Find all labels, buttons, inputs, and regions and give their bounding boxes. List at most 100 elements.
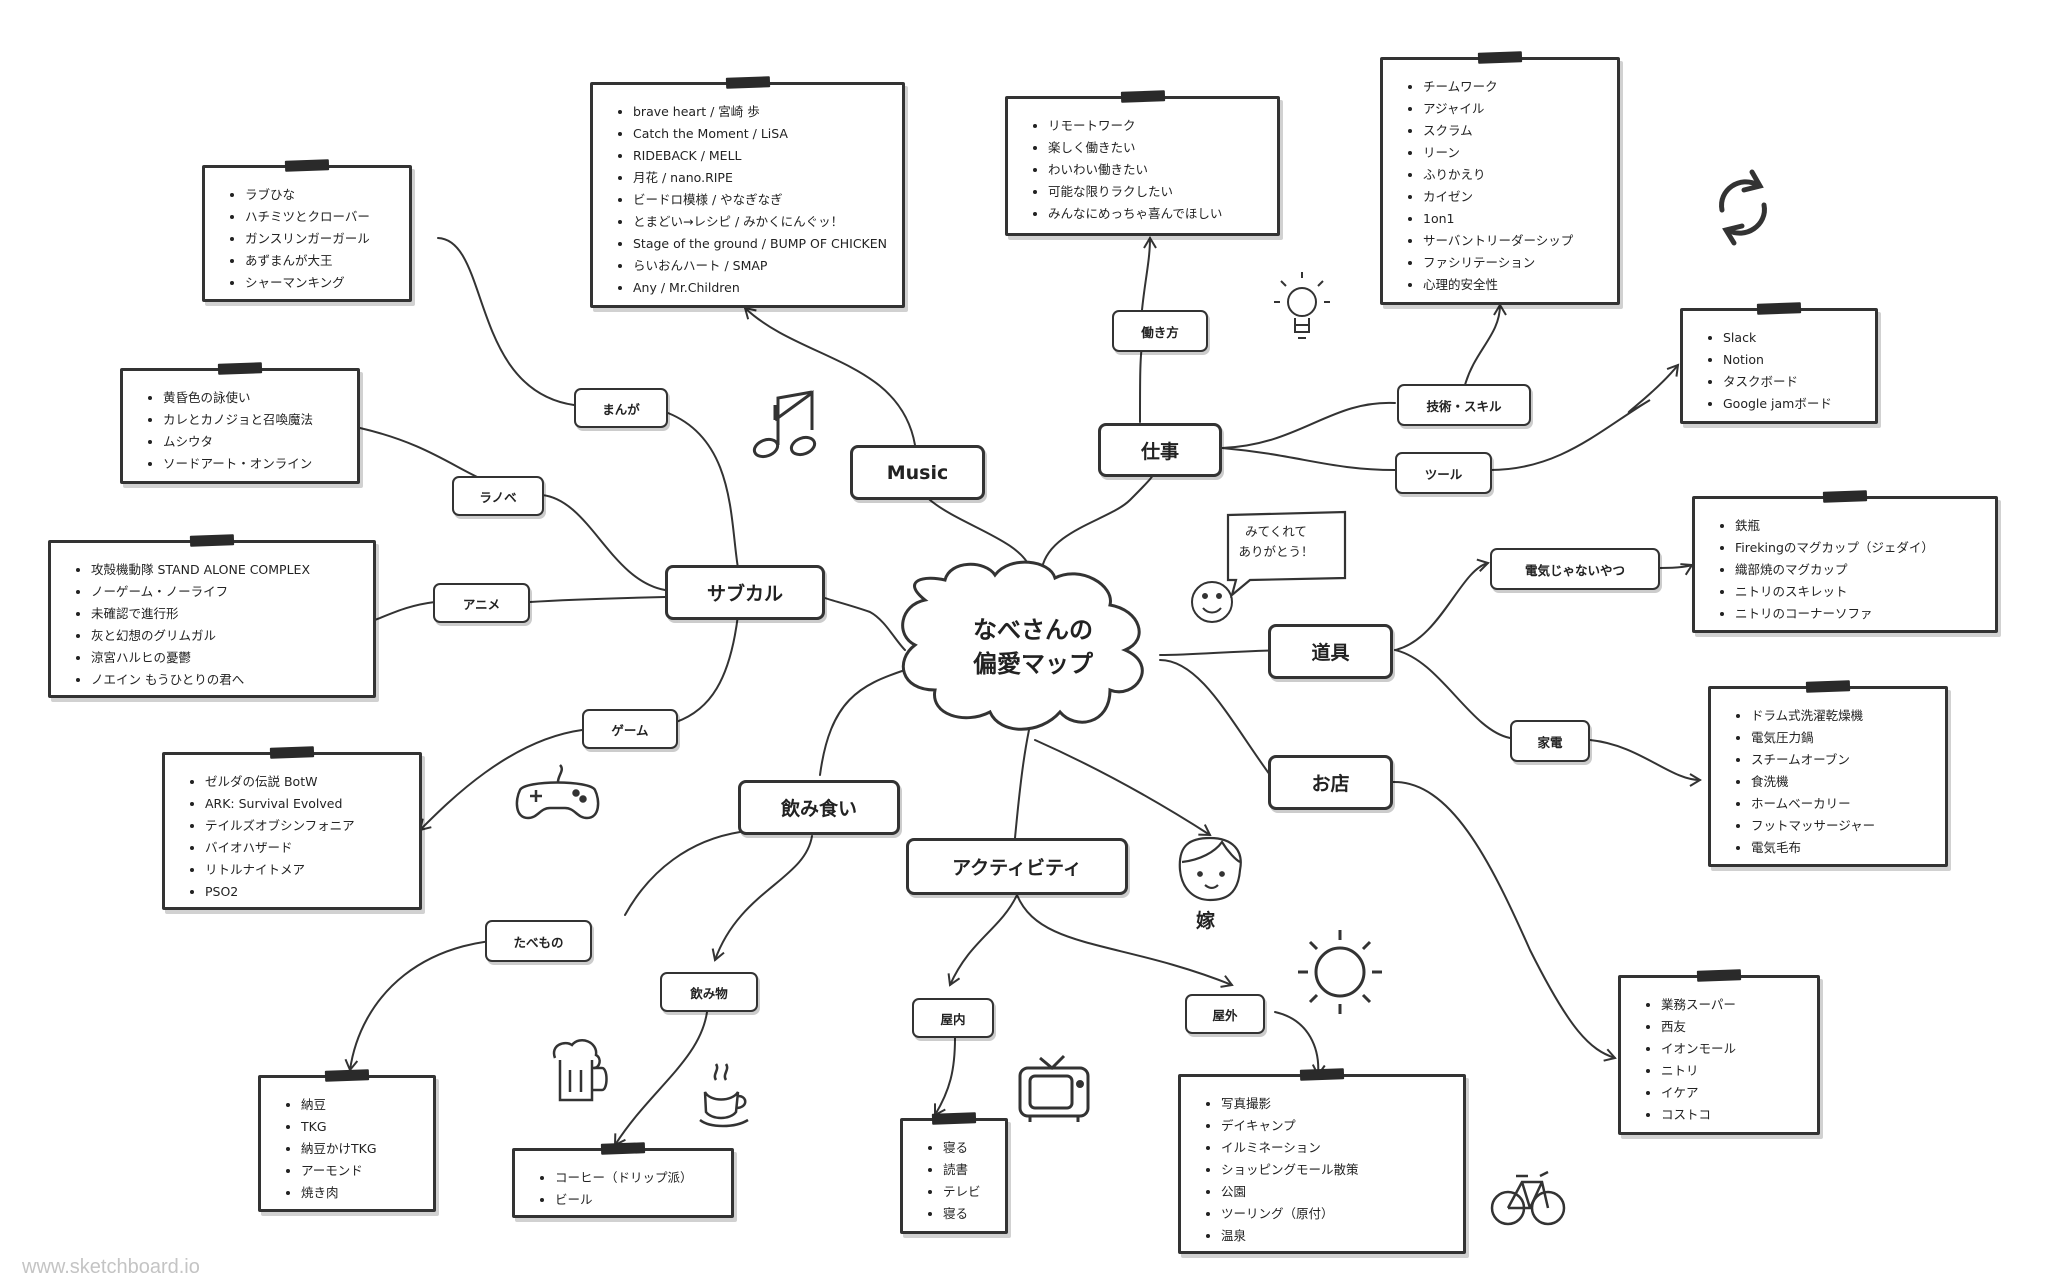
list-item: ニトリのスキレット [1735, 581, 1985, 603]
list-tabemono: 納豆TKG納豆かけTKGアーモンド焼き肉 [261, 1078, 433, 1214]
list-item: ツーリング（原付） [1221, 1203, 1453, 1225]
list-item: みんなにめっちゃ喜んでほしい [1048, 203, 1267, 225]
node-omise[interactable]: お店 [1268, 755, 1393, 810]
tape [1756, 302, 1802, 315]
tape [1696, 969, 1742, 982]
tape [324, 1069, 370, 1082]
list-item: 鉄瓶 [1735, 515, 1985, 537]
node-nomimono[interactable]: 飲み物 [660, 972, 758, 1012]
node-game[interactable]: ゲーム [582, 709, 678, 749]
list-hatarakikata: リモートワーク楽しく働きたいわいわい働きたい可能な限りラクしたいみんなにめっちゃ… [1008, 99, 1277, 235]
list-item: 温泉 [1221, 1225, 1453, 1247]
list-item: Google jamボード [1723, 393, 1865, 415]
node-music[interactable]: Music [850, 445, 985, 500]
list-item: わいわい働きたい [1048, 159, 1267, 181]
list-item: ドラム式洗濯乾燥機 [1751, 705, 1935, 727]
list-box-anime: 攻殻機動隊 STAND ALONE COMPLEXノーゲーム・ノーライフ未確認で… [48, 534, 376, 698]
list-item: ソードアート・オンライン [163, 453, 347, 475]
node-ranobe[interactable]: ラノベ [452, 476, 544, 516]
list-box-non-electric: 鉄瓶Firekingのマグカップ（ジェダイ）織部焼のマグカップニトリのスキレット… [1692, 490, 1998, 633]
node-nomikui[interactable]: 飲み食い [738, 780, 900, 835]
list-item: シャーマンキング [245, 272, 399, 294]
node-non-electric[interactable]: 電気じゃないやつ [1490, 548, 1660, 590]
list-box-tabemono: 納豆TKG納豆かけTKGアーモンド焼き肉 [258, 1069, 436, 1214]
list-item: 攻殻機動隊 STAND ALONE COMPLEX [91, 559, 363, 581]
list-item: ビードロ模様 / やなぎなぎ [633, 189, 892, 211]
list-item: 灰と幻想のグリムガル [91, 625, 363, 647]
list-skill: チームワークアジャイルスクラムリーンふりかえりカイゼン1on1サーバントリーダー… [1383, 60, 1617, 306]
list-item: リーン [1423, 142, 1607, 164]
list-music: brave heart / 宮崎 歩Catch the Moment / LiS… [593, 85, 902, 309]
bicycle-icon [1490, 1170, 1566, 1226]
list-item: ハチミツとクローバー [245, 206, 399, 228]
list-manga: ラブひなハチミツとクローバーガンスリンガーガールあずまんが大王シャーマンキング [205, 168, 409, 304]
node-tool[interactable]: ツール [1395, 452, 1492, 494]
list-item: ニトリ [1661, 1060, 1807, 1082]
tape [931, 1112, 977, 1125]
list-item: 未確認で進行形 [91, 603, 363, 625]
list-item: アジャイル [1423, 98, 1607, 120]
node-okunai[interactable]: 屋内 [912, 998, 994, 1038]
list-item: リトルナイトメア [205, 859, 409, 881]
tape [217, 362, 263, 375]
list-box-tool: SlackNotionタスクボードGoogle jamボード [1680, 302, 1878, 424]
wife-label: 嫁 [1196, 910, 1216, 932]
list-item: 織部焼のマグカップ [1735, 559, 1985, 581]
list-item: ファシリテーション [1423, 252, 1607, 274]
list-item: Catch the Moment / LiSA [633, 123, 892, 145]
node-tabemono[interactable]: たべもの [485, 920, 592, 962]
node-anime[interactable]: アニメ [433, 583, 530, 623]
list-item: ホームベーカリー [1751, 793, 1935, 815]
tape [1822, 490, 1868, 503]
list-item: スクラム [1423, 120, 1607, 142]
list-item: カレとカノジョと召喚魔法 [163, 409, 347, 431]
node-activity[interactable]: アクティビティ [906, 838, 1128, 895]
node-kaden[interactable]: 家電 [1510, 720, 1590, 762]
tape [1120, 90, 1165, 103]
tape [1805, 680, 1851, 693]
list-item: Notion [1723, 349, 1865, 371]
list-item: スチームオーブン [1751, 749, 1935, 771]
node-shigoto[interactable]: 仕事 [1098, 423, 1222, 477]
list-item: カイゼン [1423, 186, 1607, 208]
list-nomimono: コーヒー（ドリップ派）ビール [515, 1151, 731, 1221]
list-item: ガンスリンガーガール [245, 228, 399, 250]
list-item: テレビ [943, 1181, 995, 1203]
list-item: バイオハザード [205, 837, 409, 859]
tape [1299, 1068, 1345, 1081]
center-cloud [901, 560, 1144, 731]
node-skill[interactable]: 技術・スキル [1397, 384, 1531, 426]
node-subculture[interactable]: サブカル [665, 565, 825, 620]
speech-bubble [1226, 510, 1347, 599]
list-item: ニトリのコーナーソファ [1735, 603, 1985, 625]
list-box-nomimono: コーヒー（ドリップ派）ビール [512, 1142, 734, 1221]
speech-bubble-line2: ありがとう！ [1238, 544, 1314, 559]
list-okugai: 写真撮影デイキャンプイルミネーションショッピングモール散策公園ツーリング（原付）… [1181, 1077, 1463, 1257]
node-dogu[interactable]: 道具 [1268, 624, 1393, 679]
list-item: チームワーク [1423, 76, 1607, 98]
list-item: イルミネーション [1221, 1137, 1453, 1159]
coffee-cup-icon [699, 1063, 749, 1128]
lightbulb-icon [1274, 272, 1330, 339]
list-item: テイルズオブシンフォニア [205, 815, 409, 837]
list-box-manga: ラブひなハチミツとクローバーガンスリンガーガールあずまんが大王シャーマンキング [202, 159, 412, 304]
beer-icon [552, 1039, 608, 1102]
list-item: イケア [1661, 1082, 1807, 1104]
node-manga[interactable]: まんが [574, 388, 668, 428]
refresh-icon [1719, 169, 1767, 246]
list-item: ノーゲーム・ノーライフ [91, 581, 363, 603]
wife-face-icon [1178, 836, 1242, 902]
list-item: 涼宮ハルヒの憂鬱 [91, 647, 363, 669]
list-item: 読書 [943, 1159, 995, 1181]
list-item: 寝る [943, 1203, 995, 1225]
list-item: リモートワーク [1048, 115, 1267, 137]
list-box-game: ゼルダの伝説 BotWARK: Survival Evolvedテイルズオブシン… [162, 746, 422, 910]
list-item: 心理的安全性 [1423, 274, 1607, 296]
list-box-okunai: 寝る読書テレビ寝る [900, 1112, 1008, 1234]
list-box-music: brave heart / 宮崎 歩Catch the Moment / LiS… [590, 76, 905, 309]
node-okugai[interactable]: 屋外 [1185, 994, 1265, 1034]
node-hatarakikata[interactable]: 働き方 [1112, 310, 1208, 352]
center-title: なべさんの 偏愛マップ [908, 613, 1158, 681]
music-note-icon [752, 390, 817, 459]
